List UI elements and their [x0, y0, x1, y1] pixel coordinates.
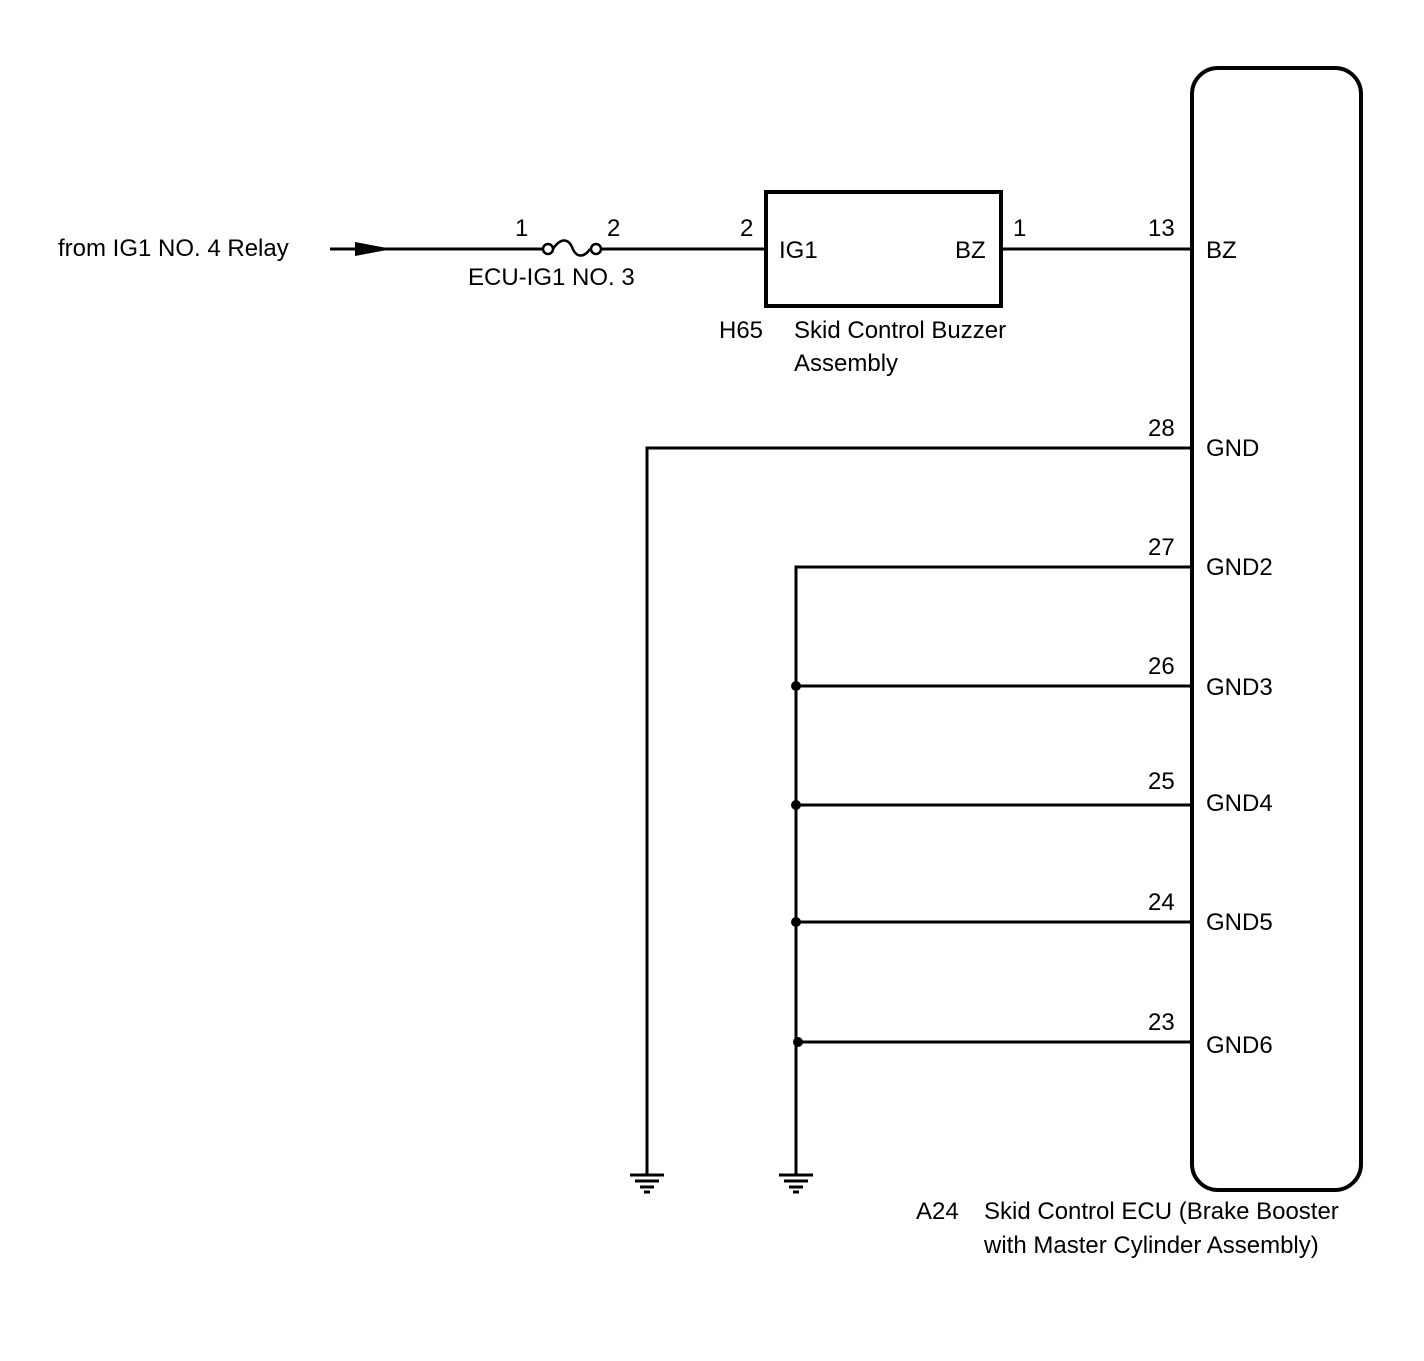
ecu-pin-13-name: BZ — [1206, 237, 1237, 264]
ecu-pin-26-number: 26 — [1148, 653, 1175, 680]
ecu-pin-26-name: GND3 — [1206, 674, 1273, 701]
source-arrow-icon — [330, 242, 392, 256]
ecu-pin-24-number: 24 — [1148, 889, 1175, 916]
wire-gnd — [645, 446, 1192, 1175]
fuse-pin-out: 2 — [607, 215, 620, 242]
buzzer-pin-ig1-name: IG1 — [779, 237, 818, 264]
ecu-pin-13-number: 13 — [1148, 215, 1175, 242]
fuse-pin-in: 1 — [515, 215, 528, 242]
ecu-pin-28-name: GND — [1206, 435, 1259, 462]
ecu-pin-27-name: GND2 — [1206, 554, 1273, 581]
ground-icon — [630, 1173, 664, 1194]
buzzer-pin-ig1-number: 2 — [740, 215, 753, 242]
buzzer-name-line1: Skid Control Buzzer — [794, 317, 1006, 344]
ecu-box — [1190, 66, 1363, 1192]
ecu-name-line1: Skid Control ECU (Brake Booster — [984, 1198, 1339, 1225]
ecu-pin-28-number: 28 — [1148, 415, 1175, 442]
ground-icon — [779, 1173, 813, 1194]
buzzer-code: H65 — [719, 317, 763, 344]
fuse-icon — [541, 239, 603, 257]
ecu-pin-23-number: 23 — [1148, 1009, 1175, 1036]
buzzer-pin-bz-name: BZ — [955, 237, 986, 264]
ecu-pin-25-name: GND4 — [1206, 790, 1273, 817]
junction-dot — [791, 681, 801, 691]
ecu-pin-23-name: GND6 — [1206, 1032, 1273, 1059]
junction-dot — [791, 917, 801, 927]
buzzer-name-line2: Assembly — [794, 350, 898, 377]
source-label: from IG1 NO. 4 Relay — [58, 235, 289, 262]
junction-dot — [791, 800, 801, 810]
buzzer-pin-bz-number: 1 — [1013, 215, 1026, 242]
ecu-pin-27-number: 27 — [1148, 534, 1175, 561]
ecu-pin-24-name: GND5 — [1206, 909, 1273, 936]
fuse-label: ECU-IG1 NO. 3 — [468, 264, 635, 291]
junction-dot — [793, 1037, 803, 1047]
ecu-name-line2: with Master Cylinder Assembly) — [983, 1232, 1319, 1259]
ecu-code: A24 — [916, 1198, 959, 1225]
ecu-pin-25-number: 25 — [1148, 768, 1175, 795]
wire-gnd2 — [794, 565, 1192, 1175]
